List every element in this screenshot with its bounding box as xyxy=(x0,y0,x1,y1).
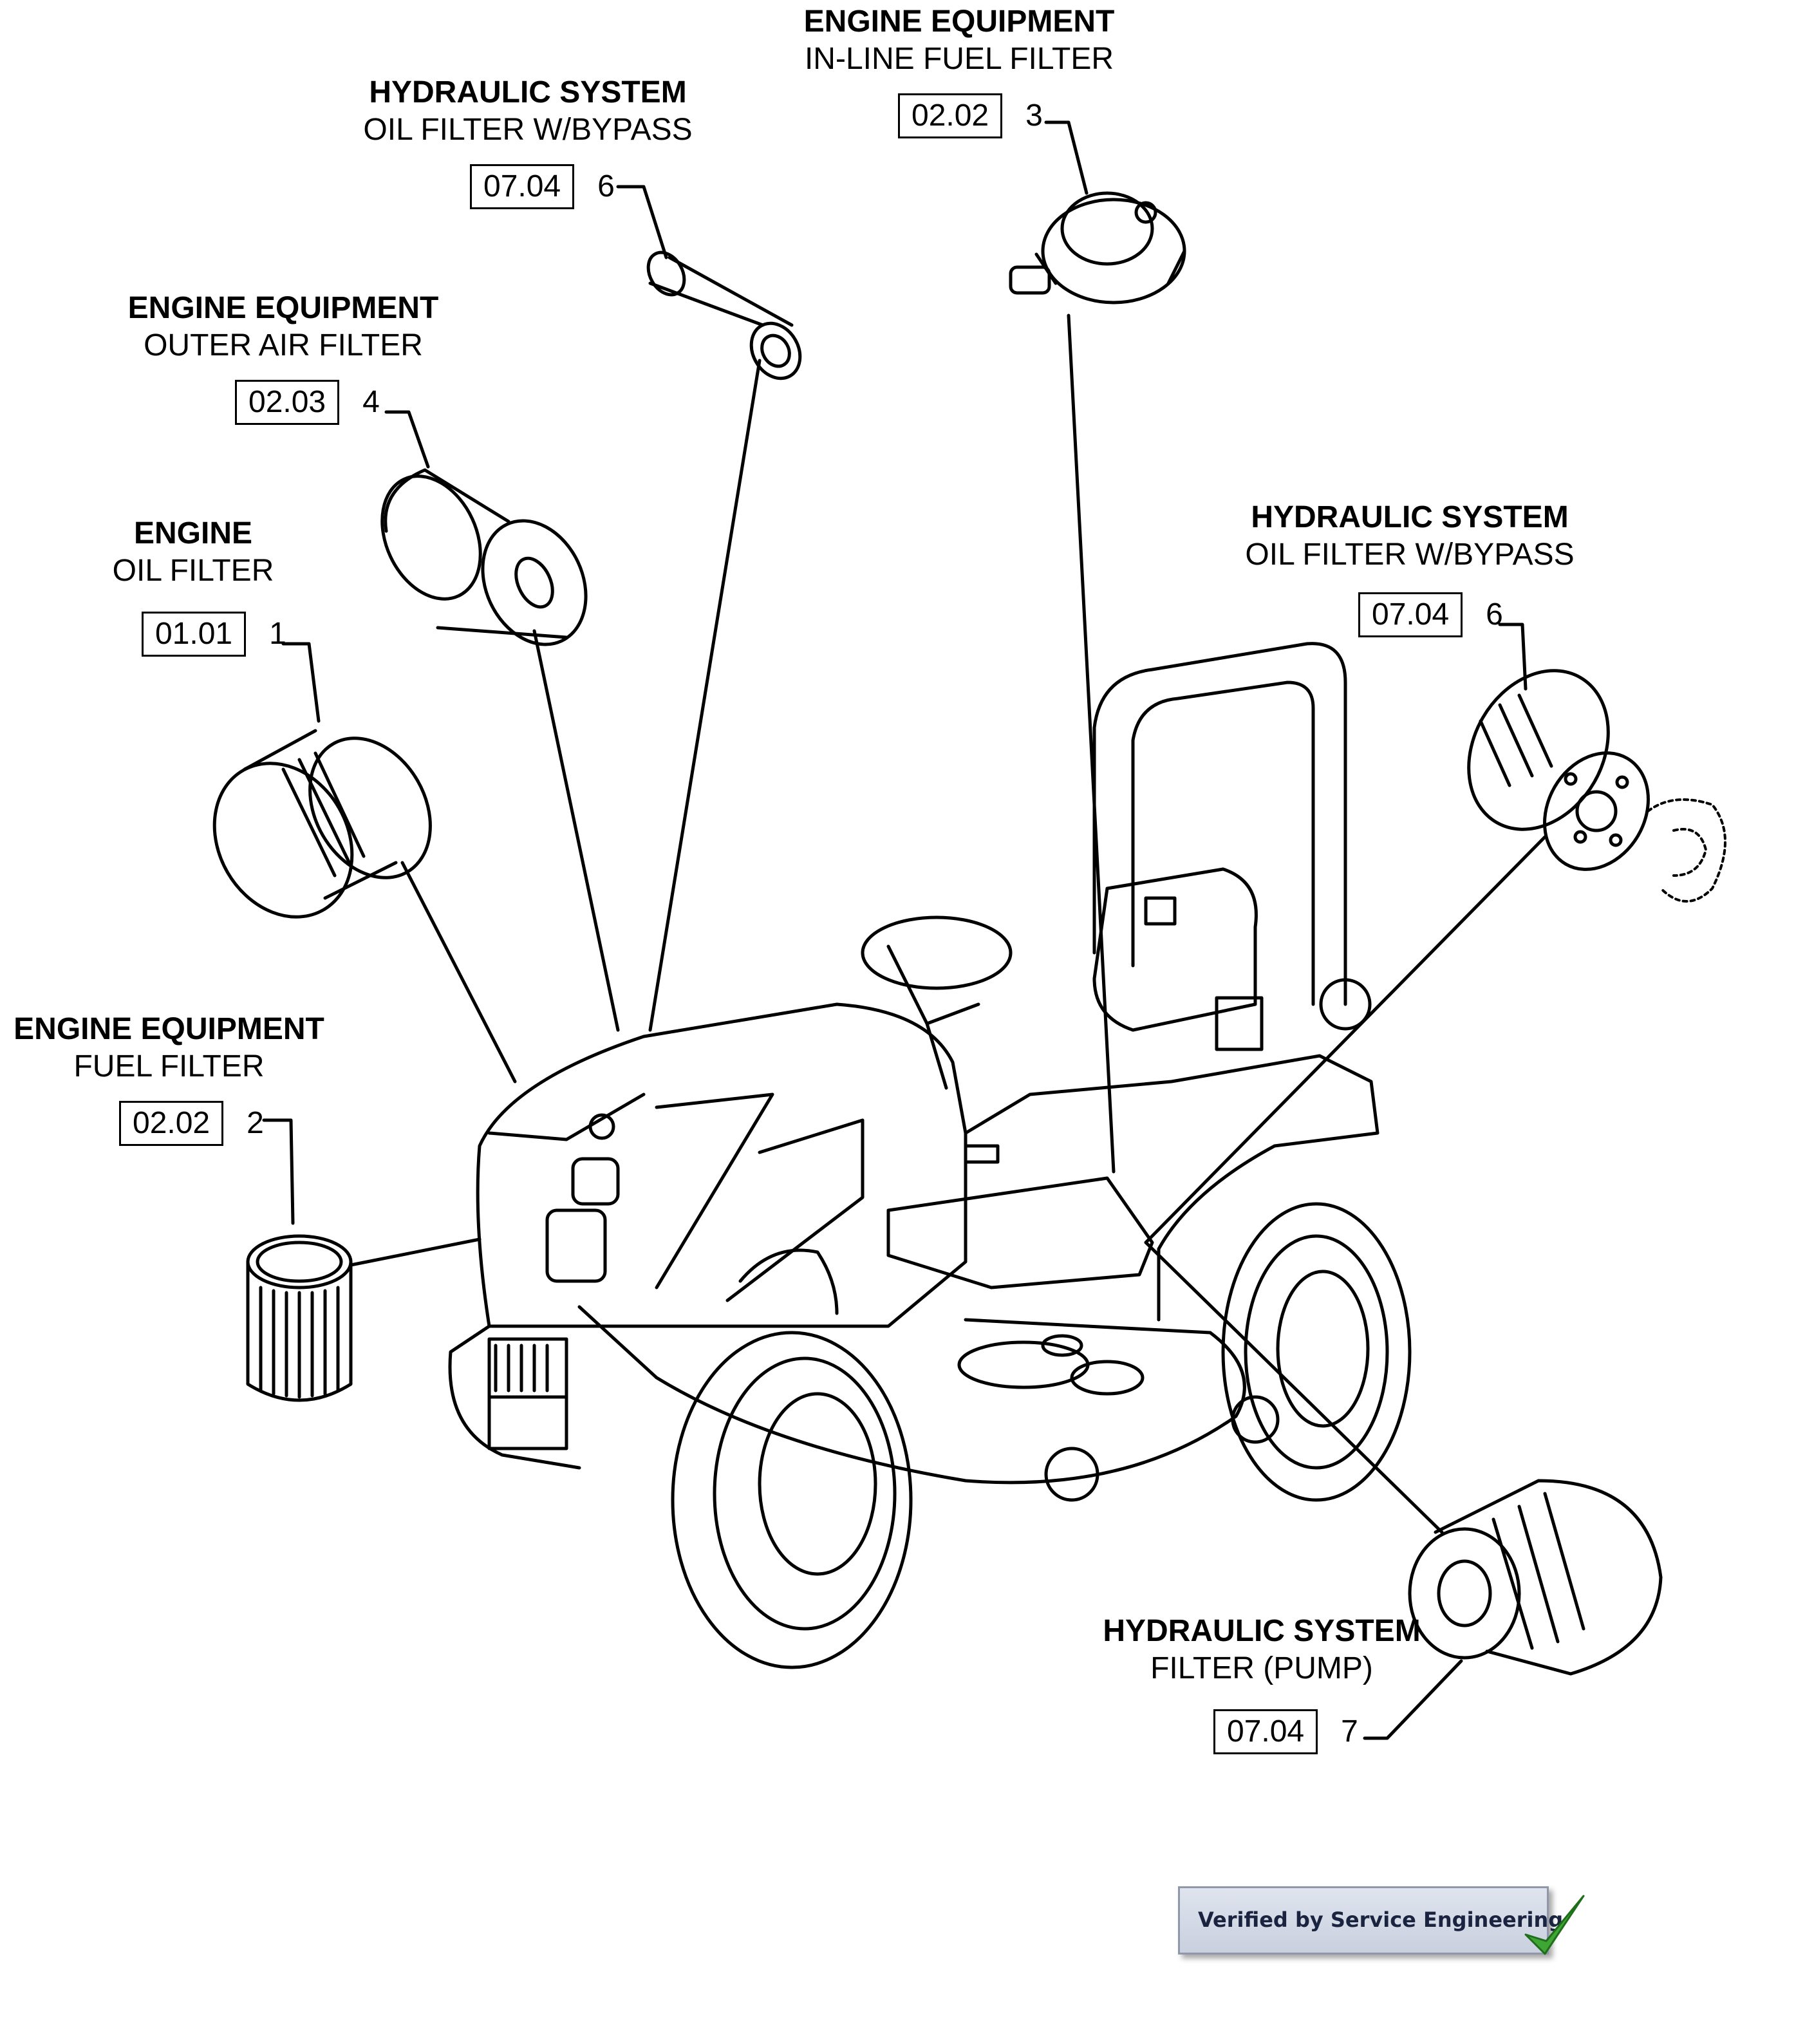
callout-title: HYDRAULIC SYSTEM xyxy=(1103,1614,1421,1648)
callout-subtitle: OIL FILTER W/BYPASS xyxy=(363,112,693,147)
leader-lines xyxy=(262,120,1547,1740)
fuel-filter-icon xyxy=(246,1234,353,1402)
ref-row-5: 07.04 6 xyxy=(470,164,615,209)
callout-fuel-filter: ENGINE EQUIPMENT FUEL FILTER xyxy=(0,1011,338,1085)
callout-inner-air-filter: HYDRAULIC SYSTEM OIL FILTER W/BYPASS xyxy=(360,74,695,148)
callout-title: ENGINE EQUIPMENT xyxy=(803,5,1115,39)
ref-box: 02.02 xyxy=(119,1101,224,1146)
callout-title: ENGINE EQUIPMENT xyxy=(14,1012,324,1046)
ref-number: 2 xyxy=(247,1106,264,1140)
ref-box: 07.04 xyxy=(1358,592,1463,637)
ref-number: 7 xyxy=(1341,1714,1358,1749)
ref-box: 01.01 xyxy=(142,612,247,657)
ref-box: 07.04 xyxy=(470,164,575,209)
callout-hydraulic-pump-filter: HYDRAULIC SYSTEM FILTER (PUMP) xyxy=(1081,1613,1442,1687)
ref-row-4: 02.03 4 xyxy=(235,380,380,425)
callout-subtitle: FUEL FILTER xyxy=(73,1049,265,1083)
ref-number: 6 xyxy=(597,169,615,203)
callout-title: HYDRAULIC SYSTEM xyxy=(1251,500,1569,534)
ref-row-1: 01.01 1 xyxy=(142,612,286,657)
ref-number: 6 xyxy=(1486,597,1503,632)
callout-title: ENGINE EQUIPMENT xyxy=(127,291,439,325)
ref-row-2: 02.02 2 xyxy=(119,1101,264,1146)
ref-number: 3 xyxy=(1025,98,1043,133)
inner-air-filter-icon xyxy=(646,250,802,380)
callout-engine-oil-filter: ENGINE OIL FILTER xyxy=(97,515,290,589)
callout-outer-air-filter: ENGINE EQUIPMENT OUTER AIR FILTER xyxy=(116,290,451,364)
ref-row-3: 02.02 3 xyxy=(898,93,1043,138)
callout-subtitle: FILTER (PUMP) xyxy=(1150,1651,1373,1685)
callout-title: HYDRAULIC SYSTEM xyxy=(369,75,687,109)
callout-subtitle: IN-LINE FUEL FILTER xyxy=(804,41,1114,76)
engine-oil-filter-icon xyxy=(212,729,432,919)
hydraulic-pump-filter-icon xyxy=(1408,1479,1663,1676)
ref-box: 02.03 xyxy=(235,380,340,425)
callout-hydraulic-oil-filter-bypass: HYDRAULIC SYSTEM OIL FILTER W/BYPASS xyxy=(1210,499,1609,573)
hydraulic-oil-filter-bypass-icon xyxy=(1467,669,1726,903)
checkmark-icon xyxy=(1524,1895,1585,1955)
outer-air-filter-icon xyxy=(380,468,588,646)
ref-row-7: 07.04 7 xyxy=(1213,1709,1358,1754)
verified-badge: Verified by Service Engineering xyxy=(1178,1886,1563,1955)
inline-fuel-filter-icon xyxy=(1009,191,1186,305)
callout-subtitle: OIL FILTER xyxy=(112,553,274,588)
ref-box: 07.04 xyxy=(1213,1709,1318,1754)
ref-box: 02.02 xyxy=(898,93,1003,138)
ref-number: 1 xyxy=(269,617,286,651)
ref-row-6: 07.04 6 xyxy=(1358,592,1503,637)
callout-title: ENGINE xyxy=(133,516,253,550)
verified-badge-label: Verified by Service Engineering xyxy=(1198,1908,1564,1932)
ref-number: 4 xyxy=(362,385,380,419)
callout-subtitle: OIL FILTER W/BYPASS xyxy=(1245,537,1575,572)
tractor-drawing xyxy=(448,642,1412,1669)
callout-inline-fuel-filter: ENGINE EQUIPMENT IN-LINE FUEL FILTER xyxy=(772,3,1146,77)
callout-subtitle: OUTER AIR FILTER xyxy=(144,328,423,362)
